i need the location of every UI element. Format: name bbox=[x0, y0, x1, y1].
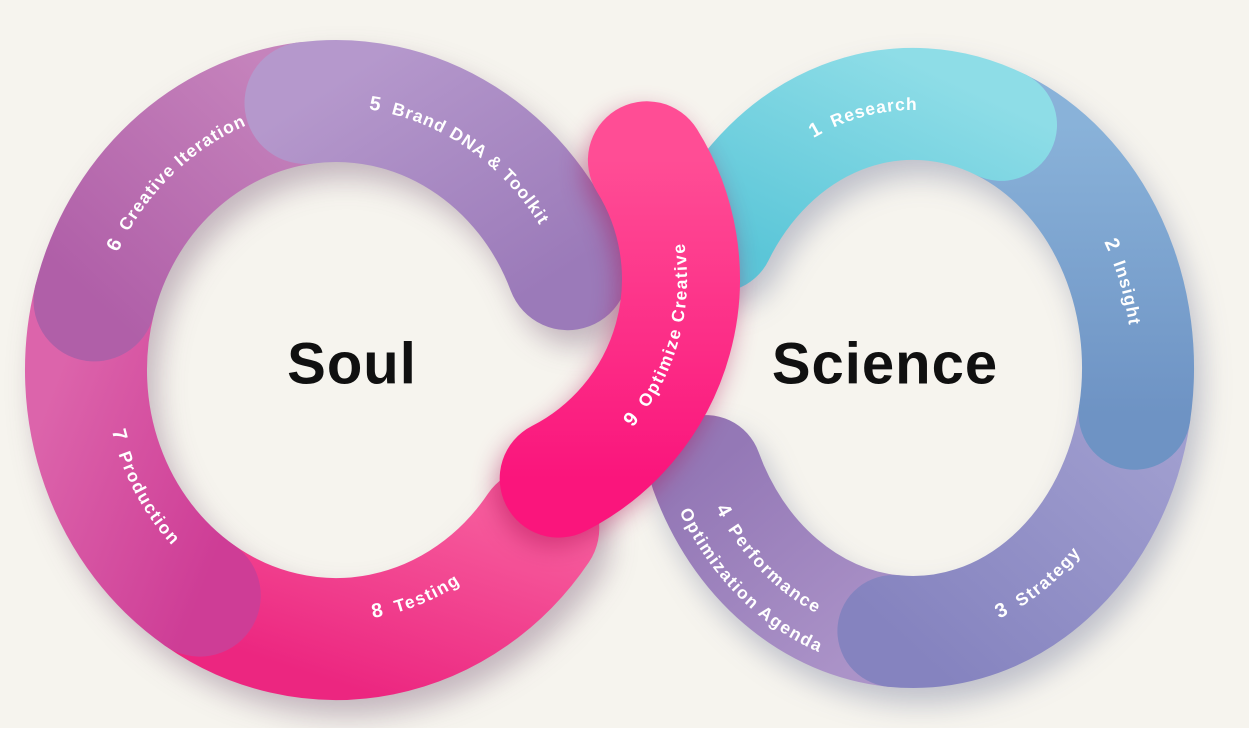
soul-ring bbox=[25, 40, 629, 700]
science-title: Science bbox=[772, 332, 998, 397]
segment-9-arc bbox=[499, 101, 740, 538]
segment-9-group bbox=[499, 101, 740, 538]
soul-title: Soul bbox=[287, 332, 417, 397]
bottom-bar bbox=[0, 728, 1249, 741]
segment-5-arc bbox=[244, 40, 629, 331]
science-ring bbox=[649, 47, 1194, 688]
segment-1-arc bbox=[662, 47, 1057, 292]
